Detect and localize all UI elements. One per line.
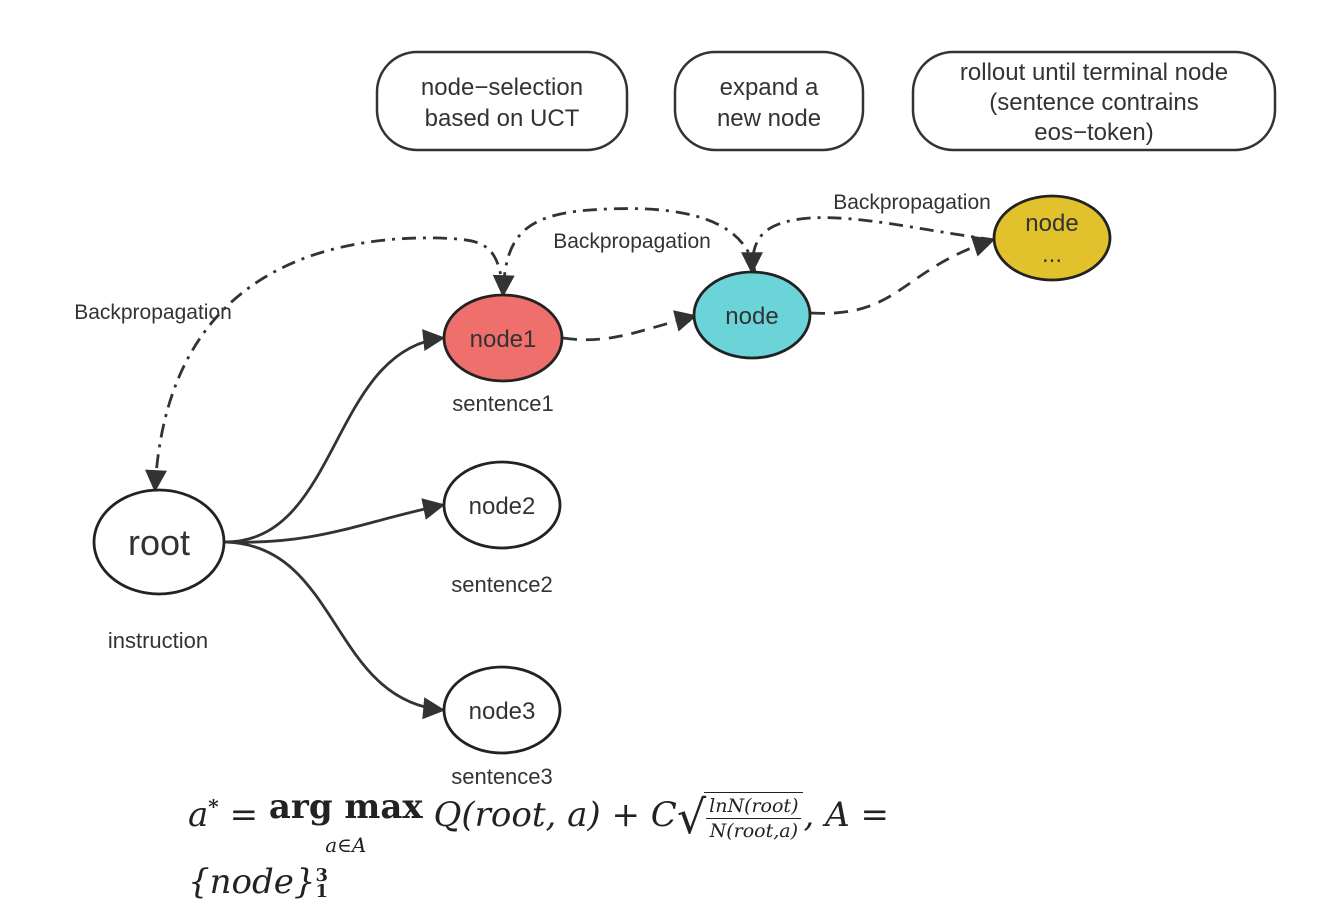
edge-node1-expanded [562,310,698,342]
edge-root-node1 [224,329,446,544]
step-expansion-line-2: new node [717,105,821,132]
backprop-label-expanded: Backpropagation [833,191,991,214]
caption-node2: sentence2 [451,572,553,597]
formula-set-sub: 1 [315,881,329,902]
caption-node1: sentence1 [452,391,554,416]
step-box-expansion: expand a new node [673,50,865,152]
formula-argmax: arg max [268,787,423,827]
edge-root-node3 [224,540,446,720]
edge-expanded-terminal [810,235,996,315]
node-terminal-label-1: node [1025,210,1078,237]
node-3-label: node3 [469,698,536,725]
caption-root: instruction [108,628,208,653]
edge-root-node2 [224,498,446,544]
node-2: node2 [442,460,562,550]
formula-numerator: lnN(root) [706,795,802,819]
step-rollout-line-1: rollout until terminal node [960,59,1228,86]
node-expanded-label: node [725,303,778,330]
step-rollout-line-2: (sentence contrains [989,89,1198,116]
formula-argmax-sub: a∈A [325,833,367,857]
backprop-node1-root [145,236,505,493]
backprop-label-root: Backpropagation [74,301,232,324]
node-expanded-shape [692,270,812,360]
node-terminal: node ... [992,194,1112,282]
node-1-label: node1 [470,326,537,353]
formula-lhs-sup: * [208,794,219,819]
backprop-expanded-node1 [492,207,757,298]
node-root-label: root [128,522,190,563]
formula-denominator: N(root,a) [709,820,799,842]
node-terminal-shape [992,194,1112,282]
step-box-selection: node−selection based on UCT [375,50,629,152]
node-expanded: node [692,270,812,360]
node-root: root [92,488,226,596]
node-1: node1 [442,293,564,383]
backprop-terminal-expanded [741,216,996,275]
node-1-shape [442,293,564,383]
formula-set: , A = {node} [188,795,889,902]
node-terminal-label-2: ... [1042,241,1062,268]
uct-formula: a* = arg max a∈A Q(root, a) + C√lnN(root… [188,787,889,902]
step-box-rollout: rollout until terminal node (sentence co… [911,50,1277,152]
formula-lhs: a [188,795,209,835]
node-3: node3 [442,665,562,755]
step-selection-line-1: node−selection [421,74,583,101]
formula-plus-c: + C [611,795,677,835]
step-expansion-line-1: expand a [720,74,819,101]
formula-set-sup: 3 [315,865,329,886]
step-selection-line-2: based on UCT [425,105,580,132]
step-rollout-line-3: eos−token) [1034,119,1153,146]
caption-node3: sentence3 [451,764,553,789]
formula-eq: = [229,795,259,835]
formula-q: Q(root, a) [433,795,601,835]
node-2-label: node2 [469,493,536,520]
backprop-label-node1: Backpropagation [553,230,711,253]
